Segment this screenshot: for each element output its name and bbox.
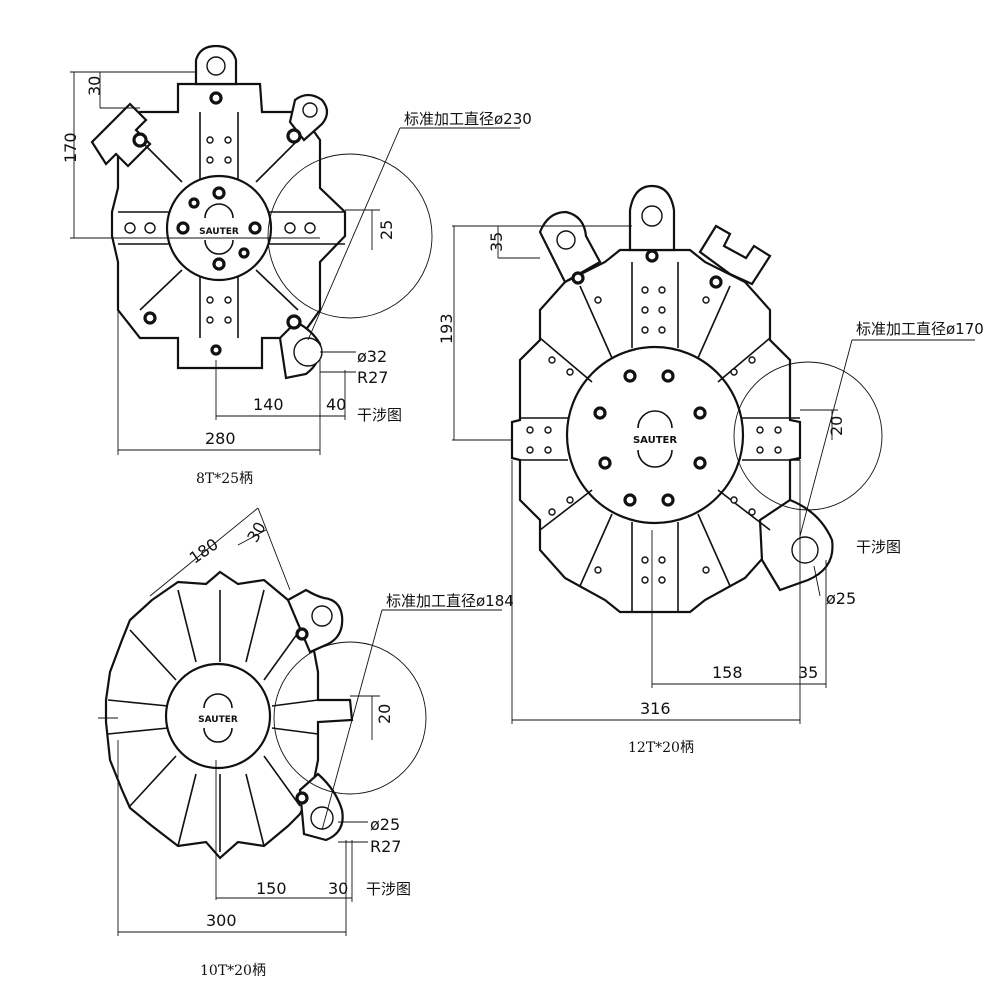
- station-hole: [295, 627, 309, 641]
- dim-140: 140: [253, 395, 284, 414]
- dim-35: 35: [798, 663, 818, 682]
- turret-10t-hub: [164, 662, 272, 770]
- hub-bolt: [693, 406, 707, 420]
- hub-bolt: [212, 186, 226, 200]
- dim-r27: R27: [370, 837, 401, 856]
- station-hole: [206, 296, 214, 304]
- dim-25: 25: [377, 220, 396, 240]
- station-hole: [132, 132, 148, 148]
- hub-bolt: [593, 406, 607, 420]
- station-hole: [144, 222, 156, 234]
- station-hole: [295, 791, 309, 805]
- station-hole: [286, 128, 302, 144]
- logo-text: SAUTER: [199, 227, 239, 237]
- dim-30: 30: [328, 879, 348, 898]
- station-hole: [224, 316, 232, 324]
- turret-12t-right-holder: [698, 224, 772, 286]
- machining-dia-label: 标准加工直径ø184: [386, 592, 514, 610]
- hub-bolt: [623, 493, 637, 507]
- hub-bolt: [661, 369, 675, 383]
- hub-bolt: [693, 456, 707, 470]
- turret-10t-interference-circle: [273, 641, 427, 795]
- machining-dia-label: 标准加工直径ø170: [856, 320, 984, 338]
- dim-phi25: ø25: [370, 815, 400, 834]
- interference-label: 干涉图: [856, 538, 901, 556]
- sauter-logo-icon: SAUTER: [633, 410, 677, 468]
- dim-20: 20: [375, 704, 394, 724]
- turret-12t-hub: [565, 345, 745, 525]
- station-hole: [304, 222, 316, 234]
- hub-bolt: [598, 456, 612, 470]
- sauter-logo-icon: SAUTER: [198, 693, 238, 743]
- logo-text: SAUTER: [198, 715, 238, 725]
- turret-10t-top-lug-hole: [311, 605, 333, 627]
- station-hole: [224, 136, 232, 144]
- seg: [255, 139, 299, 183]
- dim-193: 193: [437, 313, 456, 344]
- station-hole: [209, 91, 223, 105]
- station-hole: [143, 311, 157, 325]
- dim-30-top: 30: [243, 519, 270, 546]
- turret-12t-lug-hole: [641, 205, 663, 227]
- hub-bolt: [176, 221, 190, 235]
- machining-dia-label: 标准加工直径ø230: [404, 110, 532, 128]
- station-hole: [210, 344, 222, 356]
- turret-12t-tool-circle: [791, 536, 819, 564]
- hub-bolt: [238, 247, 250, 259]
- station-hole: [224, 296, 232, 304]
- seg: [255, 269, 299, 311]
- dim-316: 316: [640, 699, 671, 718]
- logo-text: SAUTER: [633, 435, 677, 446]
- seg: [139, 139, 183, 183]
- station-hole: [224, 156, 232, 164]
- dim-35-top: 35: [487, 232, 506, 252]
- station-hole: [206, 316, 214, 324]
- turret-10t: SAUTER 180 30 20 ø25 R27 150 30 300 标准加工…: [98, 507, 514, 979]
- station-hole: [124, 222, 136, 234]
- turret-10t-caption: 10T*20柄: [200, 963, 266, 979]
- station-hole: [284, 222, 296, 234]
- turret-8t-right-lug-hole: [302, 102, 318, 118]
- station-hole: [709, 275, 723, 289]
- hub-bolt: [248, 221, 262, 235]
- station-hole: [206, 156, 214, 164]
- dim-150: 150: [256, 879, 287, 898]
- dim-170: 170: [61, 132, 80, 163]
- hub-bolt: [212, 257, 226, 271]
- turret-10t-tool-circle: [310, 806, 334, 830]
- station-hole: [645, 249, 659, 263]
- station-hole: [571, 271, 585, 285]
- turret-8t-lug-hole: [206, 56, 226, 76]
- turret-8t-left-holder: [90, 102, 152, 168]
- hub-bolt: [661, 493, 675, 507]
- station-hole: [286, 314, 302, 330]
- dim-phi25: ø25: [826, 589, 856, 608]
- turret-8t-caption: 8T*25柄: [196, 471, 253, 487]
- dim-40: 40: [326, 395, 346, 414]
- dim-300: 300: [206, 911, 237, 930]
- dim-r27: R27: [357, 368, 388, 387]
- hub-bolt: [188, 197, 200, 209]
- turret-12t-caption: 12T*20柄: [628, 740, 694, 756]
- turret-12t: SAUTER 35 193 20 ø25 158 35 316 标准加工直径ø1…: [437, 184, 984, 756]
- interference-label: 干涉图: [357, 406, 402, 424]
- turret-8t-interference-circle: [267, 153, 433, 319]
- turret-12t-left-lug-hole: [556, 230, 576, 250]
- dim-280: 280: [205, 429, 236, 448]
- dim-20: 20: [827, 416, 846, 436]
- dim-phi32: ø32: [357, 347, 387, 366]
- turret-8t: SAUTER 30 170 25 140 40 280 ø32 R27 标准加工…: [61, 44, 532, 487]
- station-hole: [206, 136, 214, 144]
- sauter-logo-icon: SAUTER: [199, 203, 239, 255]
- dim-30: 30: [85, 76, 104, 96]
- turret-8t-tool-circle: [293, 337, 323, 367]
- turret-12t-interference-circle: [733, 361, 883, 511]
- interference-label: 干涉图: [366, 880, 411, 898]
- dim-158: 158: [712, 663, 743, 682]
- hub-bolt: [623, 369, 637, 383]
- seg: [139, 269, 183, 311]
